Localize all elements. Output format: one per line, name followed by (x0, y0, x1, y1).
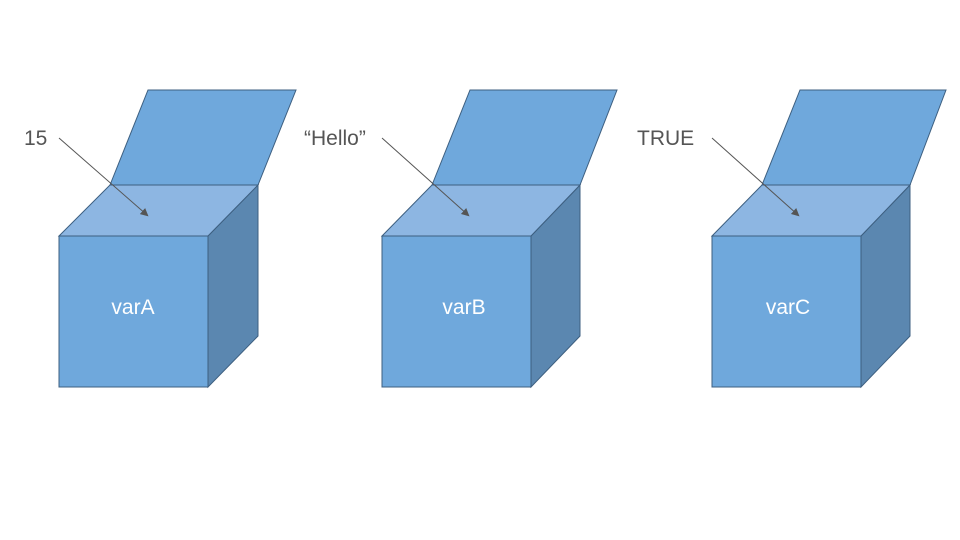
box-label: varC (766, 296, 810, 319)
box-group-a: varA 15 (24, 89, 297, 389)
box-lid (761, 89, 947, 186)
value-arrow (711, 137, 800, 217)
value-arrow (381, 137, 470, 217)
box-label: varB (442, 296, 485, 319)
value-label: “Hello” (304, 127, 366, 150)
box-front (381, 235, 532, 388)
box-lid (109, 89, 297, 186)
value-label: 15 (24, 127, 47, 150)
box-front (711, 235, 862, 388)
box-group-b: varB “Hello” (304, 89, 618, 389)
value-arrow (58, 137, 149, 217)
box-label: varA (111, 296, 154, 319)
box-group-c: varC TRUE (637, 89, 947, 389)
box-front (58, 235, 209, 388)
box-lid (431, 89, 618, 186)
value-label: TRUE (637, 127, 694, 150)
